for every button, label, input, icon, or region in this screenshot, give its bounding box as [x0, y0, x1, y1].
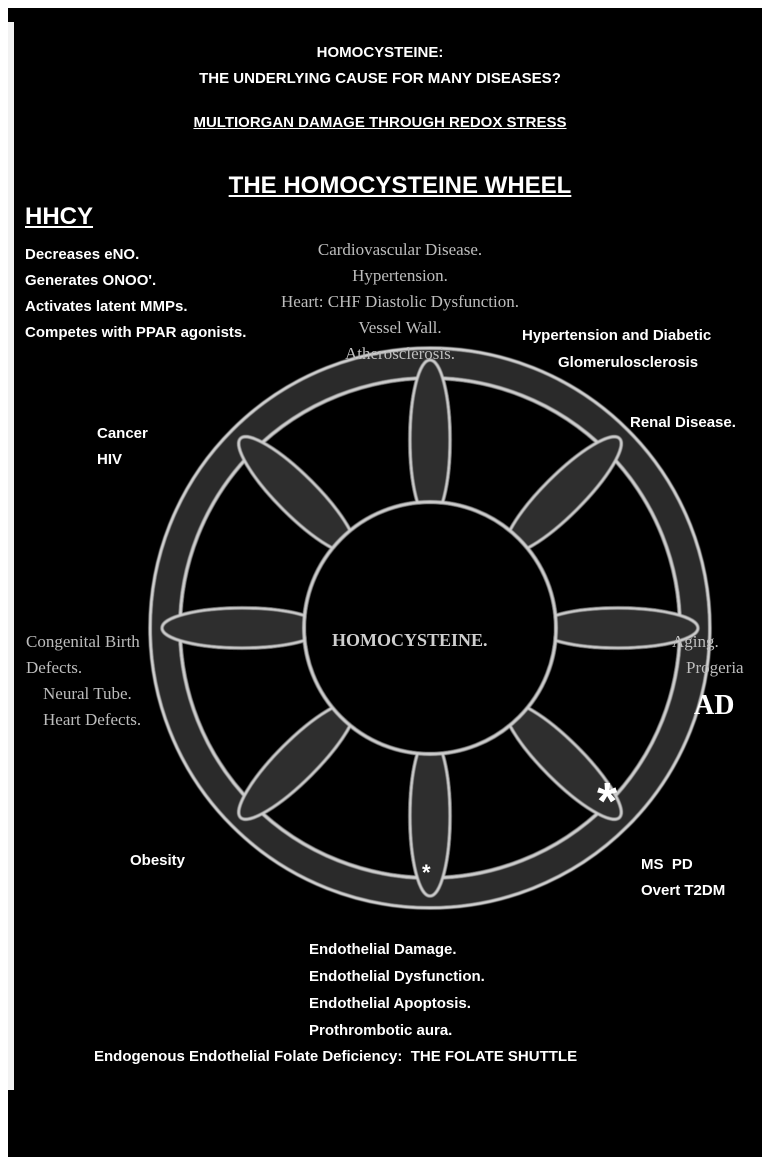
congenital-line: Congenital Birth	[26, 632, 140, 651]
folate-shuttle-label: Endogenous Endothelial Folate Deficiency…	[94, 1048, 578, 1065]
congenital-line: Neural Tube.	[43, 684, 132, 703]
wheel-spokes	[160, 358, 700, 898]
hhcy-item: Decreases eNO.	[25, 246, 140, 263]
t2dm-label: Overt T2DM	[641, 882, 726, 899]
hiv-label: HIV	[97, 451, 123, 468]
cardio-line: Atherosclerosis.	[344, 344, 455, 363]
hhcy-label: HHCY	[25, 203, 94, 230]
subtitle: MULTIORGAN DAMAGE THROUGH REDOX STRESS	[193, 114, 567, 131]
hhcy-item: Competes with PPAR agonists.	[25, 324, 247, 341]
endothelial-line: Prothrombotic aura.	[309, 1022, 453, 1039]
bottom-border	[8, 1090, 762, 1157]
endothelial-line: Endothelial Apoptosis.	[309, 995, 471, 1012]
congenital-line: Defects.	[26, 658, 83, 677]
hhcy-item: Activates latent MMPs.	[25, 298, 188, 315]
cardio-line: Cardiovascular Disease.	[317, 240, 483, 259]
wheel-spoke	[408, 358, 452, 522]
wheel-hub	[302, 500, 558, 756]
cardio-line: Hypertension.	[352, 266, 448, 285]
ad-label: AD	[694, 690, 735, 721]
asterisk-large: *	[597, 773, 618, 831]
hub-label: HOMOCYSTEINE.	[332, 630, 488, 650]
progeria-label: Progeria	[686, 658, 744, 677]
hhcy-item: Generates ONOO'.	[25, 272, 157, 289]
left-border	[8, 22, 14, 1090]
asterisk-small: *	[422, 860, 431, 885]
cancer-label: Cancer	[97, 425, 148, 442]
endothelial-line: Endothelial Damage.	[309, 941, 457, 958]
glomerulo-line: Hypertension and Diabetic	[522, 327, 712, 344]
wheel-spoke	[160, 606, 324, 650]
aging-label: Aging.	[672, 632, 719, 651]
endothelial-line: Endothelial Dysfunction.	[309, 968, 485, 985]
title-line-2: THE UNDERLYING CAUSE FOR MANY DISEASES?	[199, 70, 561, 87]
glomerulo-line: Glomerulosclerosis	[558, 354, 699, 371]
congenital-line: Heart Defects.	[43, 710, 142, 729]
ms-pd-label: MS PD	[641, 856, 693, 873]
renal-label: Renal Disease.	[630, 414, 736, 431]
cardio-line: Vessel Wall.	[358, 318, 442, 337]
title-line-1: HOMOCYSTEINE:	[316, 44, 444, 61]
obesity-label: Obesity	[130, 852, 186, 869]
cardio-line: Heart: CHF Diastolic Dysfunction.	[281, 292, 519, 311]
wheel-heading: THE HOMOCYSTEINE WHEEL	[228, 172, 572, 199]
